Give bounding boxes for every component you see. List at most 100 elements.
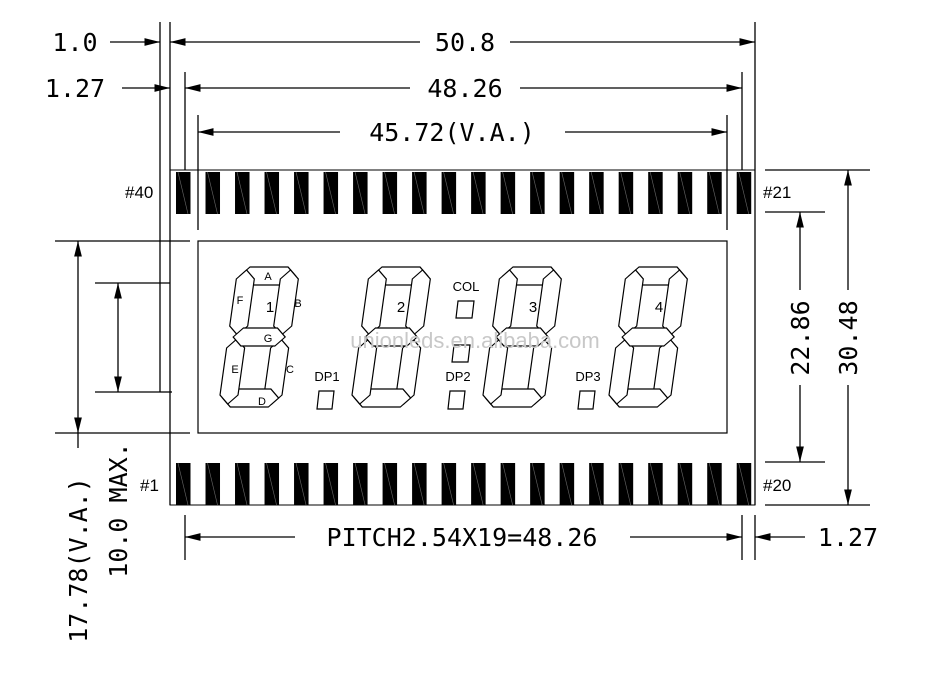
segment-label-g: G <box>264 333 273 345</box>
dim-viewing-area-height: 17.78(V.A.) <box>64 241 93 643</box>
pin-hatch <box>207 462 218 506</box>
pin-hatch <box>266 462 277 506</box>
dim-left-offset-pin: 1.27 <box>45 74 170 103</box>
segment-label-d: D <box>258 396 266 408</box>
left-offset-outer-label: 1.0 <box>52 28 97 57</box>
pin-label-21: #21 <box>763 183 791 202</box>
watermark: unionleds.en.alibaba.com <box>350 328 600 353</box>
pin-hatch <box>738 171 750 215</box>
digit-numbers: 1 2 3 4 <box>266 299 663 316</box>
pin-hatch <box>649 462 661 506</box>
pin-hatch <box>354 462 366 506</box>
pin-hatch <box>590 462 602 506</box>
segment-label-b: B <box>294 298 301 310</box>
pin-hatch <box>325 171 336 215</box>
pin-hatch <box>443 462 454 506</box>
pin-hatch <box>679 462 690 506</box>
viewing-area-height-label: 17.78(V.A.) <box>64 477 93 643</box>
pin-hatch <box>236 171 248 215</box>
module-outline <box>169 169 756 506</box>
pin-row-top <box>176 171 752 215</box>
segment-g <box>621 327 676 347</box>
pin-hatch <box>708 462 720 506</box>
dp1-label: DP1 <box>314 369 339 384</box>
digit-height-label: 10.0 MAX. <box>104 442 133 577</box>
pin-hatch <box>295 462 307 506</box>
segment-f <box>492 269 518 336</box>
pin-label-40: #40 <box>125 183 153 202</box>
pin-hatch <box>708 171 720 215</box>
pin-hatch <box>325 462 336 506</box>
digit-2 <box>351 266 431 408</box>
pitch-label: PITCH2.54X19=48.26 <box>327 523 598 552</box>
segment-e <box>608 338 635 405</box>
pin-hatch <box>590 171 602 215</box>
digit-4 <box>608 266 688 408</box>
dp2-segment <box>447 390 466 410</box>
dp3-segment <box>577 390 596 410</box>
pin-hatch <box>502 171 513 215</box>
dim-right-offset-pin: 1.27 <box>755 523 878 552</box>
pin-hatch <box>177 462 189 506</box>
segment-g <box>495 327 550 347</box>
segment-labels: A B C D E F G <box>231 271 301 408</box>
segment-g <box>364 327 419 347</box>
dim-viewing-area-width: 45.72(V.A.) <box>198 118 727 147</box>
pin-hatch <box>384 171 395 215</box>
pin-hatch <box>620 171 631 215</box>
digit-number-2: 2 <box>397 299 405 316</box>
pin-hatch <box>266 171 277 215</box>
dim-pin-span: 48.26 <box>185 74 742 103</box>
colon-lower-dot <box>451 344 471 363</box>
colon-label: COL <box>453 279 480 294</box>
dim-digit-height: 10.0 MAX. <box>104 283 133 578</box>
segment-e <box>351 338 378 405</box>
digit-number-3: 3 <box>529 299 537 316</box>
segment-e <box>219 338 246 405</box>
viewing-area-width-label: 45.72(V.A.) <box>369 118 535 147</box>
segment-f <box>618 269 644 336</box>
colon-upper-dot <box>455 300 475 319</box>
segment-e <box>482 338 509 405</box>
segment-label-f: F <box>237 295 244 307</box>
pin-hatch <box>413 171 425 215</box>
digit-number-4: 4 <box>655 299 663 316</box>
pin-hatch <box>531 171 543 215</box>
pin-hatch <box>472 462 484 506</box>
pin-hatch <box>561 462 572 506</box>
pin-hatch <box>561 171 572 215</box>
segment-f <box>361 269 387 336</box>
pin-hatch <box>649 171 661 215</box>
overall-height-label: 30.48 <box>834 300 863 375</box>
pin-hatch <box>413 462 425 506</box>
indicators: COL DP1 DP2 DP3 <box>314 279 601 410</box>
pin-hatch <box>354 171 366 215</box>
segment-g <box>232 327 287 347</box>
pin-hatch <box>472 171 484 215</box>
pin-label-20: #20 <box>763 476 791 495</box>
pin-hatch <box>738 462 750 506</box>
pin-hatch <box>384 462 395 506</box>
overall-width-label: 50.8 <box>435 28 495 57</box>
pin-hatch <box>295 171 307 215</box>
dp2-label: DP2 <box>445 369 470 384</box>
dim-pin-row-spacing: 22.86 <box>786 212 815 462</box>
pin-hatch <box>531 462 543 506</box>
pin-hatch <box>620 462 631 506</box>
digit-area <box>219 266 688 408</box>
pin-hatch <box>207 171 218 215</box>
pin-span-label: 48.26 <box>427 74 502 103</box>
pin-row-spacing-label: 22.86 <box>786 300 815 375</box>
dim-pitch: PITCH2.54X19=48.26 <box>185 523 742 552</box>
left-offset-pin-label: 1.27 <box>45 74 105 103</box>
pin-hatch <box>679 171 690 215</box>
pin-label-1: #1 <box>140 476 159 495</box>
pin-row-bottom <box>176 462 752 506</box>
dp3-label: DP3 <box>575 369 600 384</box>
pin-hatch <box>236 462 248 506</box>
viewing-area <box>197 240 728 434</box>
digit-3 <box>482 266 562 408</box>
dp1-segment <box>316 390 335 410</box>
